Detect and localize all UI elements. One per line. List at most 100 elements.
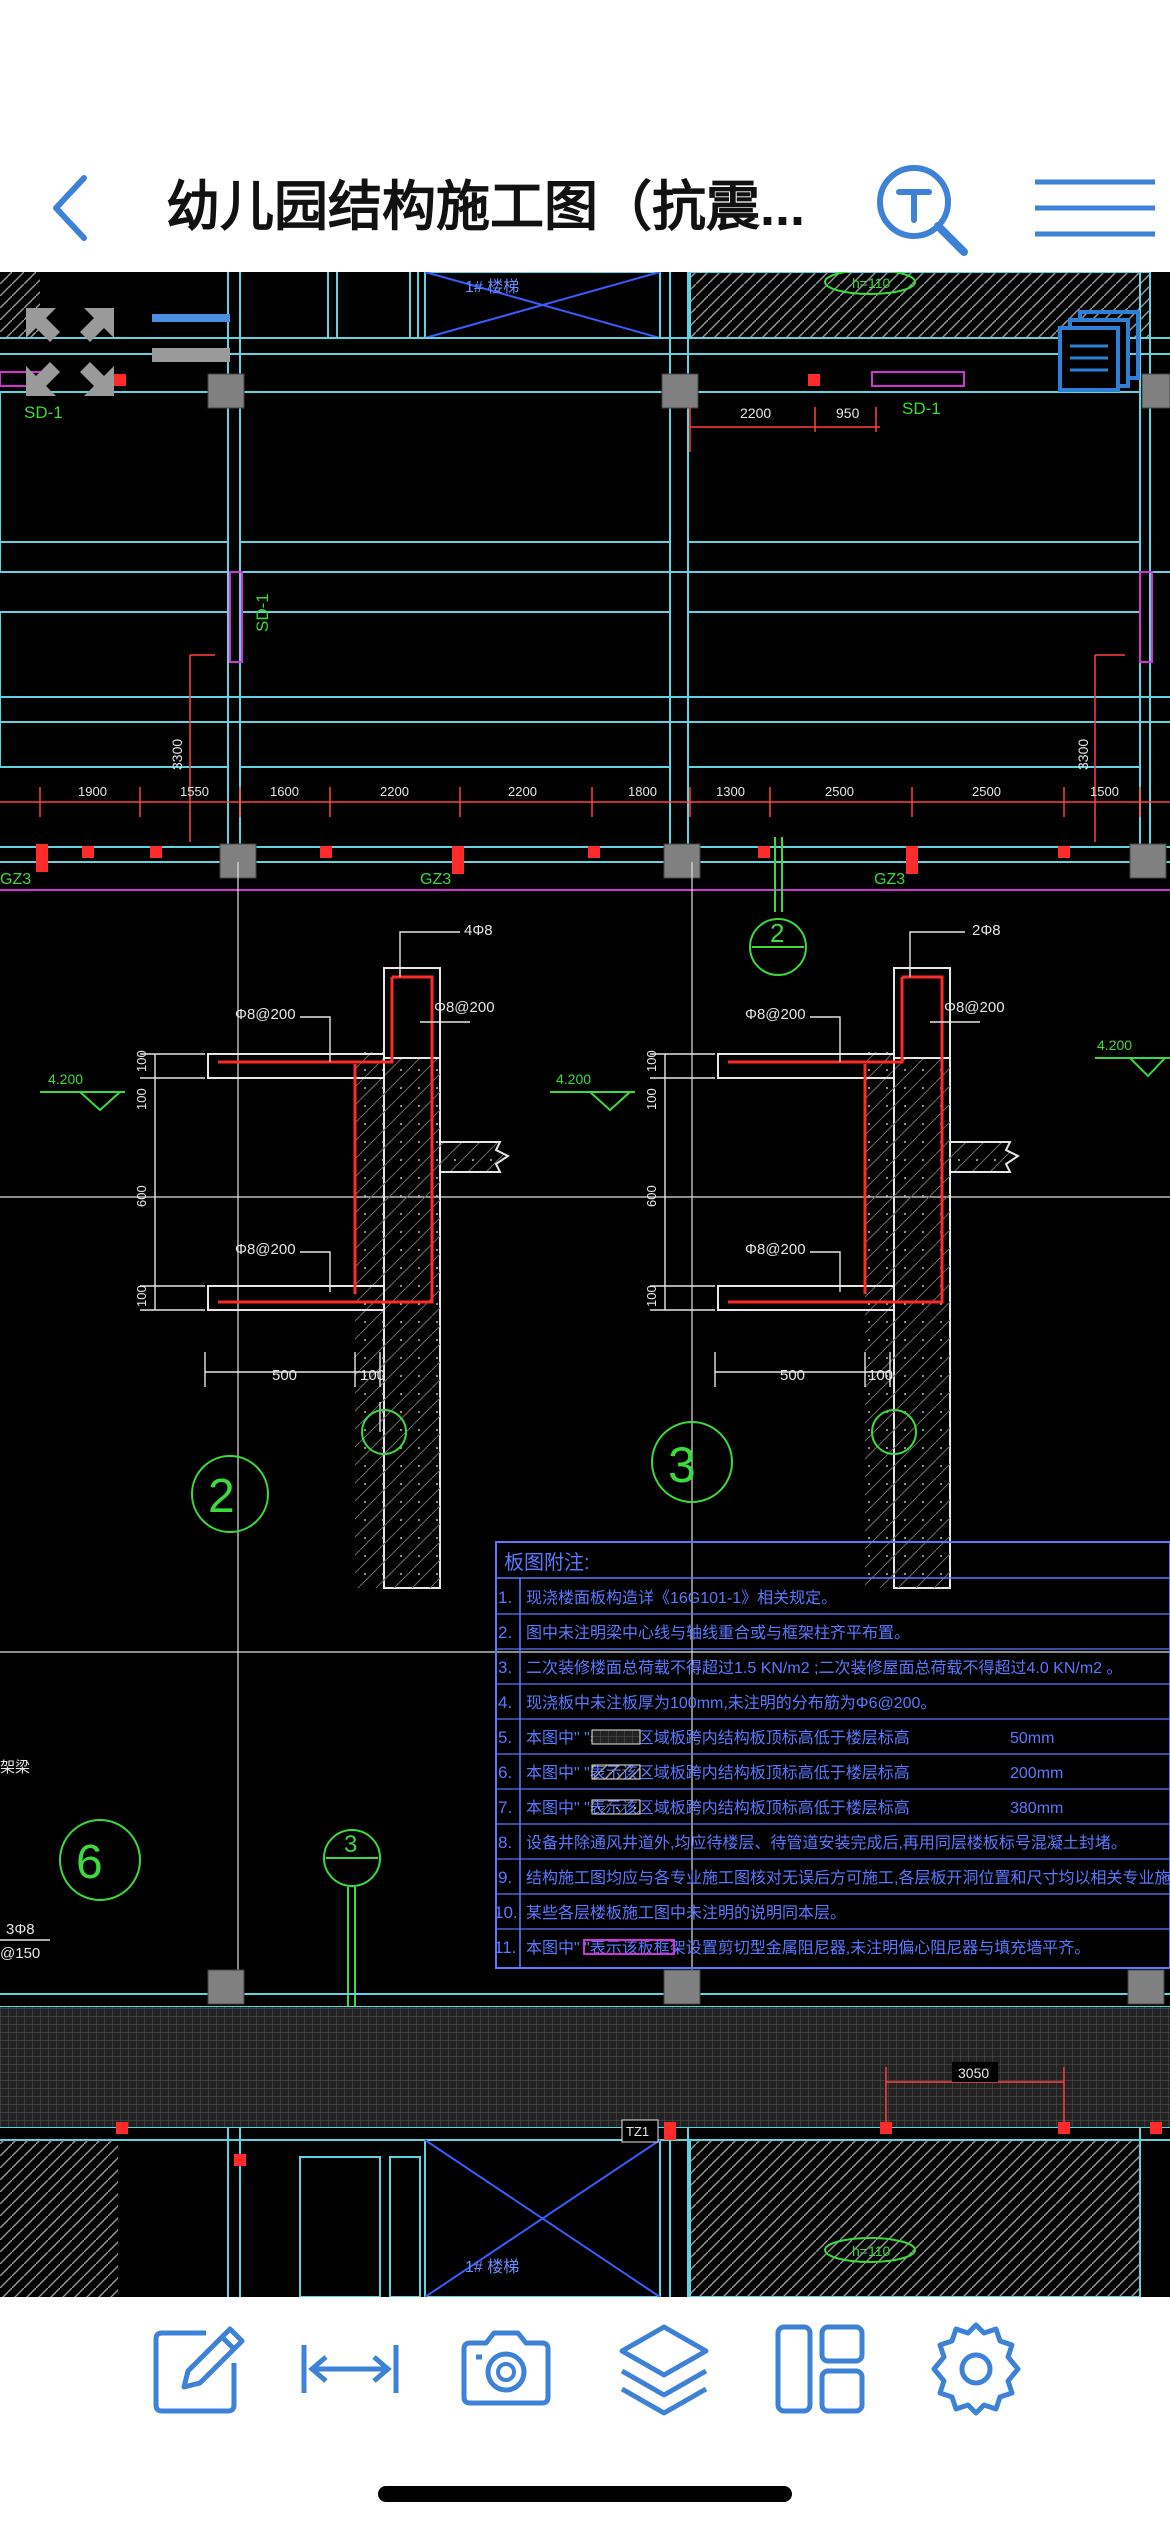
- note-text-10: 某些各层楼板施工图中未注明的说明同本层。: [526, 1904, 846, 1922]
- sec-dim-right-2: 100: [644, 1088, 659, 1110]
- note-value-6: 200mm: [1010, 1765, 1063, 1782]
- rebar-left-lower: Φ8@200: [235, 1241, 296, 1258]
- note-num-10: 10.: [494, 1903, 518, 1922]
- fragment-label-beam: 架梁: [0, 1759, 30, 1776]
- fragment-rebar: 3Φ8: [6, 1921, 35, 1938]
- dim-row-7: 1300: [716, 784, 745, 799]
- note-text-5: 本图中" "表示该区域板跨内结构板顶标高低于楼层标高: [526, 1729, 910, 1747]
- note-text-4: 现浇板中未注板厚为100mm,未注明的分布筋为Φ6@200。: [526, 1694, 936, 1712]
- stacked-pages-icon: [1058, 310, 1140, 392]
- h-label-bottom: h=110: [852, 2243, 890, 2259]
- gz-label-1: GZ3: [0, 871, 31, 888]
- sd-label-2: SD-1: [902, 399, 941, 418]
- measure-distance-icon: [301, 2345, 399, 2393]
- dim-row-8: 2500: [825, 784, 854, 799]
- note-text-3: 二次装修楼面总荷载不得超过1.5 KN/m2 ;二次装修屋面总荷载不得超过4.0…: [526, 1659, 1123, 1677]
- section-num-small-2: 3: [344, 1831, 357, 1858]
- dim-row-6: 1800: [628, 784, 657, 799]
- note-num-1: 1.: [498, 1588, 512, 1607]
- section-number-3: 3: [668, 1437, 696, 1493]
- dim-row-4: 2200: [380, 784, 409, 799]
- layer-toggle-icon: [152, 314, 230, 362]
- rebar-right-upper-right: Φ8@200: [944, 999, 1005, 1016]
- dim-row-9: 2500: [972, 784, 1001, 799]
- hamburger-menu-icon: [1035, 179, 1155, 237]
- note-text-6: 本图中" "表示该区域板跨内结构板顶标高低于楼层标高: [526, 1764, 910, 1782]
- text-search-button[interactable]: [872, 160, 972, 260]
- bottom-plan-area: 1# 楼梯 h=110 TZ1: [0, 1969, 1170, 2297]
- note-num-4: 4.: [498, 1693, 512, 1712]
- pages-button[interactable]: [1056, 308, 1142, 394]
- annotate-button[interactable]: [150, 2319, 250, 2419]
- sec-dim-right-4: 100: [644, 1285, 659, 1307]
- rebar-left-top: 4Φ8: [464, 922, 493, 939]
- section-number-6: 6: [76, 1836, 103, 1889]
- rebar-right-lower: Φ8@200: [745, 1241, 806, 1258]
- back-button[interactable]: [44, 168, 104, 248]
- sd-label-3: SD-1: [253, 593, 272, 632]
- rebar-right-upper-left: Φ8@200: [745, 1006, 806, 1023]
- note-num-2: 2.: [498, 1623, 512, 1642]
- dim-row-1: 1900: [78, 784, 107, 799]
- dim-top-1: 2200: [740, 405, 771, 421]
- layers-icon: [619, 2324, 709, 2416]
- dim-vert-1: 3300: [169, 739, 185, 770]
- home-indicator[interactable]: [378, 2486, 792, 2502]
- text-search-icon: [877, 165, 968, 256]
- section-number-2: 2: [208, 1470, 235, 1523]
- rebar-left-upper-right: Φ8@200: [434, 999, 495, 1016]
- drawing-canvas[interactable]: 1# 楼梯 h=110: [0, 272, 1170, 2297]
- note-num-3: 3.: [498, 1658, 512, 1677]
- width-dim-right-1: 500: [780, 1367, 805, 1384]
- elevation-right: 4.200: [1097, 1037, 1132, 1053]
- rebar-right-top: 2Φ8: [972, 922, 1001, 939]
- app-header: 幼儿园结构施工图（抗震...: [0, 0, 1170, 272]
- note-text-11: 本图中" "表示该板框架设置剪切型金属阻尼器,未注明偏心阻尼器与填充墙平齐。: [526, 1939, 1090, 1957]
- note-text-8: 设备井除通风井道外,均应待楼层、待管道安装完成后,再用同层楼板标号混凝土封堵。: [526, 1833, 1127, 1852]
- layer-toggle-button[interactable]: [150, 312, 232, 364]
- sec-dim-right-1: 100: [644, 1050, 659, 1072]
- dim-vert-2: 3300: [1075, 739, 1091, 770]
- stair-label-top: 1# 楼梯: [465, 278, 519, 296]
- note-num-8: 8.: [498, 1833, 512, 1852]
- sec-dim-right-3: 600: [644, 1185, 659, 1207]
- stair-label-bottom: 1# 楼梯: [465, 2258, 519, 2276]
- h-label-top: h=110: [852, 275, 890, 291]
- sec-dim-left-4: 100: [134, 1285, 149, 1307]
- gz-label-2: GZ3: [420, 871, 451, 888]
- section-detail-right: 2Φ8 Φ8@200 Φ8@200 Φ8@200 500 100 100 100…: [550, 922, 1170, 1589]
- rebar-left-upper-left: Φ8@200: [235, 1006, 296, 1023]
- chevron-left-icon: [53, 175, 87, 241]
- elevation-left: 4.200: [48, 1071, 83, 1087]
- tz-label: TZ1: [626, 2124, 649, 2139]
- dim-3050: 3050: [958, 2065, 989, 2081]
- settings-gear-icon: [931, 2322, 1021, 2416]
- dim-row-5: 2200: [508, 784, 537, 799]
- note-value-5: 50mm: [1010, 1730, 1054, 1747]
- section-detail-left: 4Φ8 Φ8@200 Φ8@200 Φ8@200 500 100 100 100…: [40, 922, 510, 1589]
- sec-dim-left-3: 600: [134, 1185, 149, 1207]
- dim-row-2: 1550: [180, 784, 209, 799]
- expand-fit-icon: [26, 308, 114, 396]
- measure-button[interactable]: [300, 2319, 400, 2419]
- annotate-pencil-icon: [153, 2326, 245, 2414]
- sec-dim-left-2: 100: [134, 1088, 149, 1110]
- note-text-9: 结构施工图均应与各专业施工图核对无误后方可施工,各层板开洞位置和尺寸均以相关专业…: [526, 1868, 1170, 1887]
- fit-view-button[interactable]: [24, 306, 116, 398]
- camera-button[interactable]: [456, 2319, 556, 2419]
- layout-button[interactable]: [770, 2319, 870, 2419]
- width-dim-left-2: 100: [360, 1367, 385, 1384]
- menu-button[interactable]: [1030, 172, 1160, 242]
- top-plan-area: 1# 楼梯 h=110: [0, 272, 1170, 891]
- note-text-2: 图中未注明梁中心线与轴线重合或与框架柱齐平布置。: [526, 1624, 910, 1642]
- section-num-small-1: 2: [770, 918, 784, 948]
- sec-dim-left-1: 100: [134, 1050, 149, 1072]
- notes-table: 板图附注: 1. 现浇楼面板构造详《16G101-1》相关规定。 2. 图中未注…: [494, 1541, 1170, 1969]
- left-fragments: 6 架梁 3Φ8 @150 3: [0, 1759, 381, 2012]
- fragment-spacing: @150: [0, 1945, 40, 1962]
- layers-button[interactable]: [614, 2319, 714, 2419]
- settings-button[interactable]: [926, 2319, 1026, 2419]
- sd-label-1: SD-1: [24, 403, 63, 422]
- width-dim-left-1: 500: [272, 1367, 297, 1384]
- note-num-5: 5.: [498, 1728, 512, 1747]
